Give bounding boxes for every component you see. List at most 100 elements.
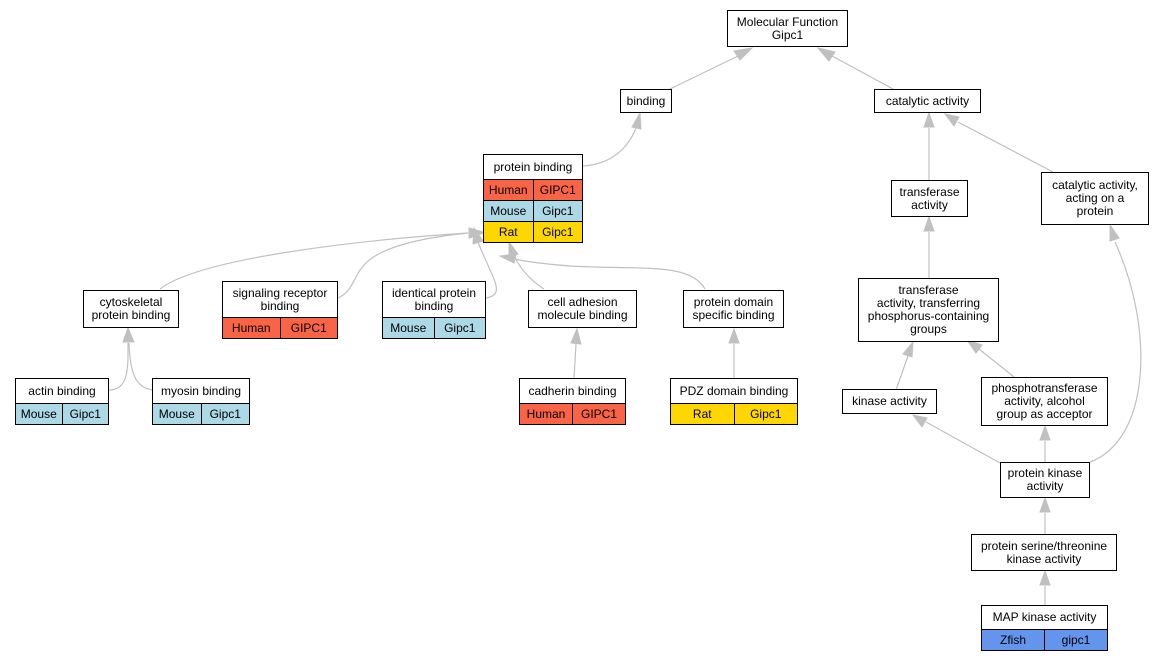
- node-label-line: protein kinase: [1007, 466, 1083, 480]
- node-label-line: activity: [1026, 479, 1064, 493]
- node-label-line: phosphotransferase: [991, 381, 1098, 395]
- edge-cadherin-celladhesion: [570, 327, 582, 379]
- node-label-line: molecule binding: [537, 308, 628, 322]
- species-cell: Mouse: [490, 203, 527, 218]
- node-label-line: myosin binding: [160, 383, 242, 398]
- edge-myosin-cytoskeletal: [123, 326, 154, 391]
- species-cell: Zfish: [999, 632, 1026, 647]
- edge-kinase-transfphos: [895, 340, 914, 391]
- node-label-line: protein binding: [493, 159, 573, 174]
- species-cell: Rat: [498, 224, 518, 239]
- node-label: binding: [621, 90, 671, 112]
- species-cell: Mouse: [390, 320, 427, 335]
- node-label-line: cytoskeletal: [99, 295, 163, 309]
- edge-transferase-catalytic: [923, 111, 935, 180]
- edge-pk-catprotein: [1089, 223, 1142, 463]
- node-label-line: cell adhesion: [547, 295, 618, 309]
- node-label-line: protein serine/threonine: [980, 538, 1108, 553]
- node-label-line: kinase activity: [1006, 551, 1082, 566]
- node-kinase-activity[interactable]: kinase activity: [842, 389, 937, 414]
- node-label-line: binding: [260, 298, 300, 313]
- node-label: kinase activity: [843, 390, 936, 413]
- node-label-line: protein domain: [693, 295, 774, 309]
- annotation-row: Human GIPC1: [520, 403, 625, 424]
- gene-cell: Gipc1: [61, 404, 109, 424]
- node-binding[interactable]: binding: [620, 89, 672, 113]
- species-cell: Rat: [692, 406, 712, 421]
- gene-cell: gipc1: [1044, 630, 1107, 650]
- node-label-line: catalytic activity: [885, 93, 970, 108]
- node-label-line: groups: [910, 322, 947, 336]
- node-label: actin binding: [16, 379, 108, 403]
- node-label: PDZ domain binding: [671, 379, 797, 403]
- annotation-row: Zfish gipc1: [982, 629, 1107, 650]
- node-label-line: phosphorus-containing: [867, 309, 990, 323]
- gene-cell: Gipc1: [733, 404, 798, 424]
- node-label-line: protein binding: [91, 308, 171, 322]
- species-cell: Human: [231, 320, 271, 335]
- node-label-line: binding: [414, 298, 454, 313]
- edge-identical-proteinbinding: [472, 226, 497, 299]
- node-label-line: identical protein: [391, 285, 477, 300]
- node-label-line: specific binding: [692, 308, 775, 322]
- node-label-line: cadherin binding: [528, 383, 617, 398]
- node-label-line: group as acceptor: [996, 407, 1093, 421]
- species-cell: Human: [526, 406, 566, 421]
- edge-catalytic-mf: [816, 47, 896, 91]
- edge-catprotein-catalytic: [943, 113, 1054, 173]
- annotation-row: Mouse Gipc1: [484, 200, 582, 221]
- node-label-line: protein: [1076, 204, 1114, 218]
- edge-pdomain-proteinbinding: [498, 253, 706, 290]
- edge-phosphotransferase-transfphos: [965, 339, 1015, 378]
- gene-cell: GIPC1: [279, 318, 338, 338]
- edge-proteinbinding-binding: [582, 111, 642, 167]
- node-label-line: PDZ domain binding: [679, 383, 789, 398]
- edge-pst-pk: [1039, 496, 1051, 534]
- node-label-line: acting on a: [1065, 191, 1125, 205]
- node-label-line: MAP kinase activity: [992, 610, 1097, 624]
- node-label-line: transferase: [899, 184, 960, 199]
- annotation-row: Rat Gipc1: [671, 403, 797, 424]
- gene-cell: Gipc1: [532, 201, 583, 221]
- gene-cell: GIPC1: [572, 404, 625, 424]
- node-label: myosin binding: [153, 379, 249, 403]
- edge-pk-kinase: [911, 414, 1001, 464]
- edge-mapk-pst: [1039, 569, 1051, 605]
- node-label-line: binding: [626, 93, 666, 108]
- node-label-line: kinase activity: [852, 394, 927, 408]
- node-label-line: transferase: [898, 283, 959, 297]
- node-catalytic-activity[interactable]: catalytic activity: [874, 89, 981, 113]
- edge-transfphos-transferase: [923, 215, 935, 278]
- edge-binding-mf: [667, 47, 754, 91]
- node-label-line: signaling receptor: [232, 285, 328, 300]
